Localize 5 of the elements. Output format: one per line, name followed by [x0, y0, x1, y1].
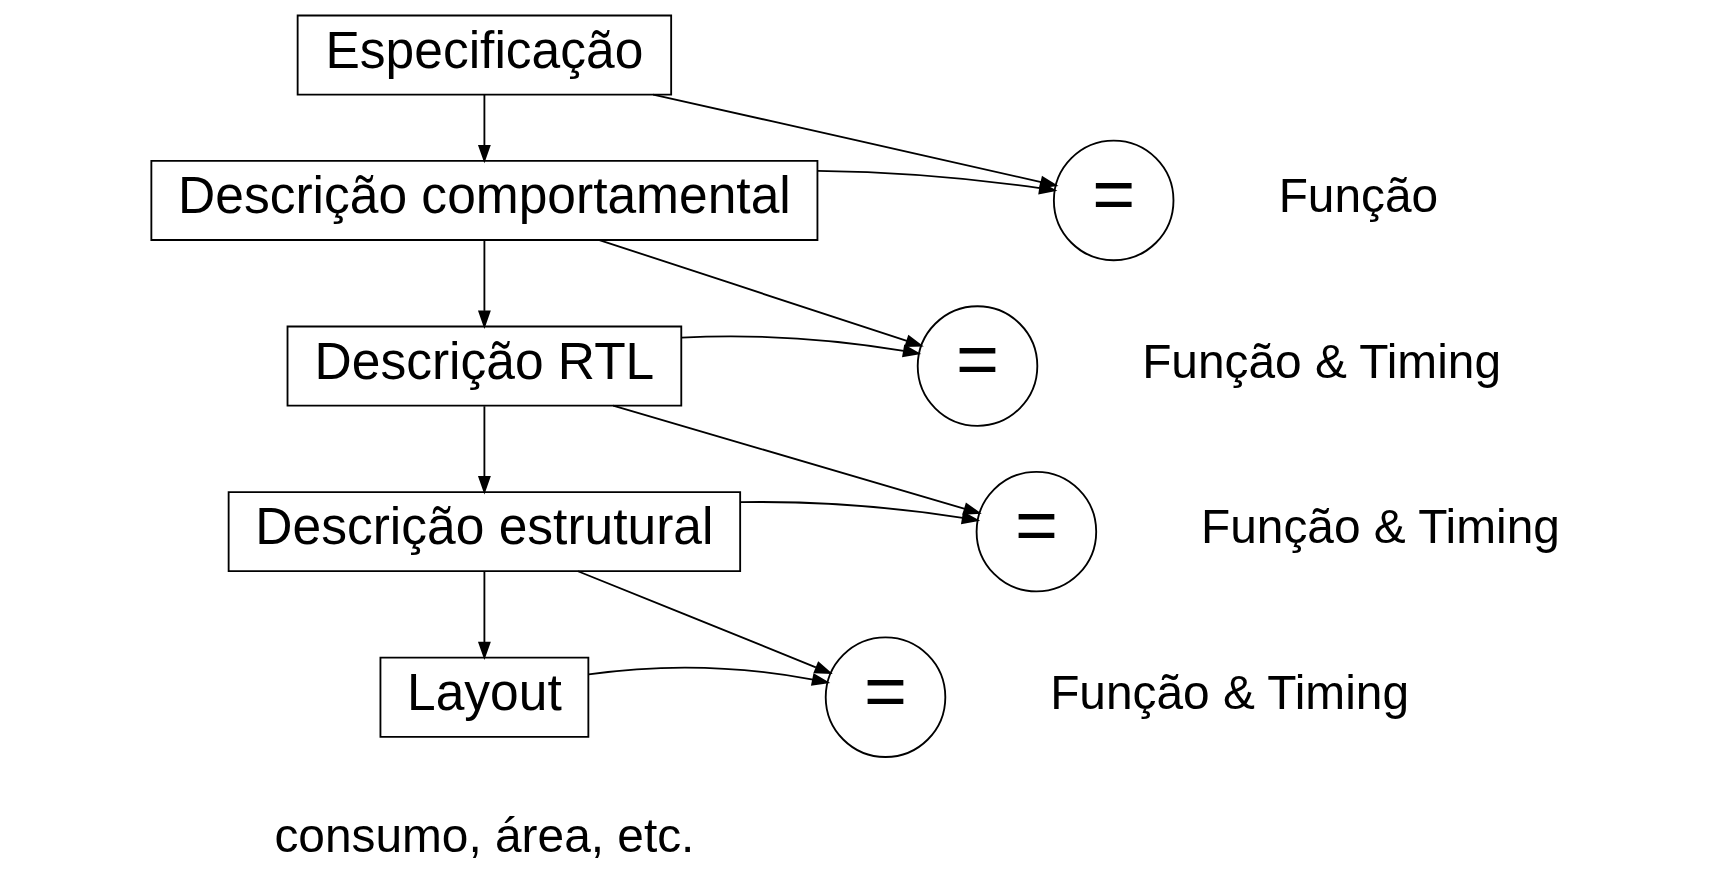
- label: consumo, área, etc.: [273, 809, 694, 863]
- node-label: Função & Timing: [1141, 334, 1501, 388]
- node-label: Função & Timing: [1200, 500, 1560, 554]
- node-label: Função: [1278, 169, 1438, 223]
- node-label: Função & Timing: [1049, 665, 1409, 719]
